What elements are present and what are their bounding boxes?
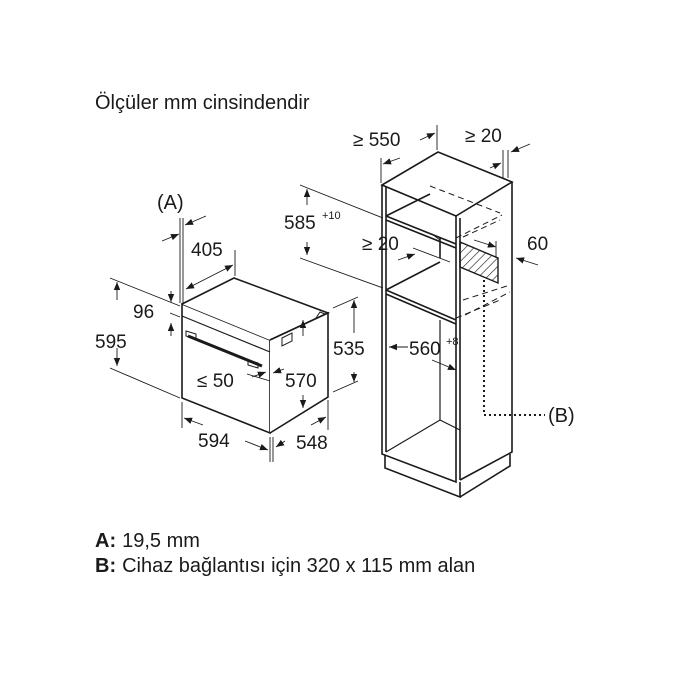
dim-le50: ≤ 50 <box>197 371 234 392</box>
oven-dimension-lines <box>109 215 359 462</box>
legend-key: A: <box>95 530 117 552</box>
legend-key: B: <box>95 555 117 577</box>
dim-60: 60 <box>527 234 548 255</box>
dim-560: 560 <box>409 339 441 360</box>
dim-548: 548 <box>296 433 328 454</box>
dim-ge20-mid: ≥ 20 <box>362 234 399 255</box>
connection-leader-dotted <box>483 280 545 416</box>
dim-560-tolerance: +8 <box>446 336 459 348</box>
legend-item-A: A:19,5 mm <box>95 530 200 553</box>
legend-text: Cihaz bağlantısı için 320 x 115 mm alan <box>122 555 476 577</box>
label-B: (B) <box>548 405 575 427</box>
dim-594: 594 <box>198 431 230 452</box>
cabinet-drawing <box>380 151 514 499</box>
dim-ge20-top: ≥ 20 <box>465 126 502 147</box>
dim-96: 96 <box>133 302 154 323</box>
dim-405: 405 <box>191 240 223 261</box>
diagram-title: Ölçüler mm cinsindendir <box>95 92 310 114</box>
legend-item-B: B:Cihaz bağlantısı için 320 x 115 mm ala… <box>95 555 475 578</box>
cabinet-hidden-lines <box>429 185 511 319</box>
dim-ge550: ≥ 550 <box>353 130 400 151</box>
label-A: (A) <box>157 192 184 214</box>
connection-area-hatch <box>459 240 499 285</box>
cabinet-dimension-lines <box>299 125 539 371</box>
dim-535: 535 <box>333 339 365 360</box>
oven-drawing <box>181 277 331 435</box>
legend-text: 19,5 mm <box>122 530 200 552</box>
dim-585: 585 <box>284 213 316 234</box>
dim-585-tolerance: +10 <box>322 210 341 222</box>
cabinet-dimension-labels: ≥ 550 ≥ 20 585 +10 ≥ 20 60 560 +8 (B) <box>284 126 575 427</box>
oven-dimension-labels: (A) 405 96 595 ≤ 50 570 535 594 548 <box>95 192 365 454</box>
dim-595: 595 <box>95 332 127 353</box>
dim-570: 570 <box>285 371 317 392</box>
